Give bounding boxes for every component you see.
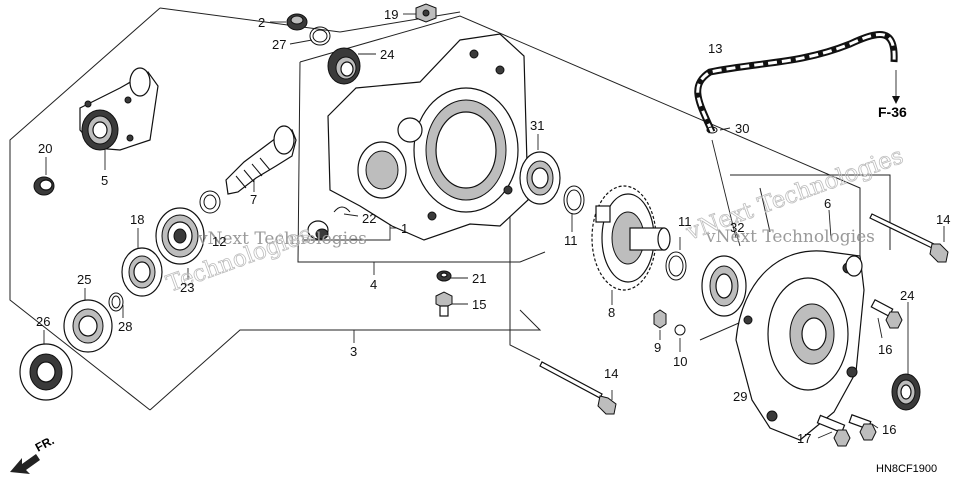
part-15-bolt — [435, 291, 453, 317]
part-8-ring-gear — [591, 185, 671, 291]
label-part-11-right: 11 — [678, 214, 692, 229]
label-part-4: 4 — [370, 277, 377, 292]
label-part-29: 29 — [733, 389, 747, 404]
part-1-collar — [307, 220, 329, 240]
front-direction-label: FR. — [33, 433, 57, 454]
part-21-washer — [436, 270, 452, 282]
label-part-15: 15 — [472, 297, 486, 312]
label-part-5: 5 — [101, 173, 108, 188]
part-10-washer — [674, 324, 686, 336]
reference-label-f36: F-36 — [878, 104, 907, 120]
part-30-clip — [706, 126, 718, 134]
part-4-final-gear-case — [327, 33, 529, 241]
label-part-31: 31 — [530, 118, 544, 133]
label-part-13: 13 — [708, 41, 722, 56]
part-6-pin — [845, 255, 863, 277]
part-24-oil-seal-top — [327, 47, 361, 85]
label-part-3: 3 — [350, 344, 357, 359]
part-2-cap — [286, 13, 308, 31]
part-24-oil-seal-right — [891, 373, 921, 411]
label-part-26: 26 — [36, 314, 50, 329]
part-13-breather-tube — [694, 31, 898, 134]
label-part-14-lower: 14 — [604, 366, 618, 381]
part-14-bolt-lower — [539, 361, 617, 415]
label-part-27: 27 — [272, 37, 286, 52]
label-part-8: 8 — [608, 305, 615, 320]
part-16-bolt-lower — [848, 414, 877, 441]
label-part-7: 7 — [250, 192, 257, 207]
part-17-bolt — [816, 414, 851, 447]
part-19-nut — [415, 3, 437, 23]
label-part-28: 28 — [118, 319, 132, 334]
watermark-left: vNext Technologies — [197, 229, 367, 249]
part-23-bearing — [155, 207, 205, 265]
label-part-22: 22 — [362, 211, 376, 226]
part-26-seal — [19, 343, 73, 401]
label-part-14-right: 14 — [936, 212, 950, 227]
part-28-snap-ring — [108, 292, 124, 312]
label-part-6: 6 — [824, 196, 831, 211]
label-part-2: 2 — [258, 15, 265, 30]
part-27-o-ring — [309, 26, 331, 46]
label-part-19: 19 — [384, 7, 398, 22]
label-part-20: 20 — [38, 141, 52, 156]
label-part-25: 25 — [77, 272, 91, 287]
part-number-labels: 2 27 19 24 20 5 7 18 12 23 25 28 26 22 1… — [36, 7, 950, 446]
label-part-16-upper: 16 — [878, 342, 892, 357]
part-22-clip — [333, 206, 351, 213]
part-29-gear-cover — [735, 250, 865, 441]
label-part-1: 1 — [401, 221, 408, 236]
label-part-24-top: 24 — [380, 47, 394, 62]
label-part-12: 12 — [212, 234, 226, 249]
label-part-11-left: 11 — [564, 233, 578, 248]
part-11-shim-left — [563, 185, 585, 215]
part-16-bolt-upper — [870, 298, 903, 329]
label-part-24-right: 24 — [900, 288, 914, 303]
part-18-locknut — [121, 247, 163, 297]
label-part-23: 23 — [180, 280, 194, 295]
part-25-bearing-holder — [63, 299, 113, 353]
part-9-plug — [653, 309, 667, 329]
front-direction-arrow-icon — [10, 454, 40, 474]
part-32-bearing — [701, 255, 747, 317]
part-11-shim-right — [665, 251, 687, 281]
part-14-bolt-right — [869, 213, 949, 263]
label-part-17: 17 — [797, 431, 811, 446]
label-part-30: 30 — [735, 121, 749, 136]
part-20-seal — [33, 176, 55, 196]
label-part-18: 18 — [130, 212, 144, 227]
washer-near-7 — [199, 190, 221, 214]
label-part-16-lower: 16 — [882, 422, 896, 437]
diagram-code: HN8CF1900 — [876, 463, 937, 475]
label-part-10: 10 — [673, 354, 687, 369]
label-part-9: 9 — [654, 340, 661, 355]
watermark-right: vNext Technologies — [705, 227, 875, 247]
part-7-pinion-gear — [225, 125, 297, 195]
part-31-bearing — [519, 151, 561, 205]
label-part-32: 32 — [730, 220, 744, 235]
part-5-pinion-housing — [79, 67, 159, 151]
label-part-21: 21 — [472, 271, 486, 286]
